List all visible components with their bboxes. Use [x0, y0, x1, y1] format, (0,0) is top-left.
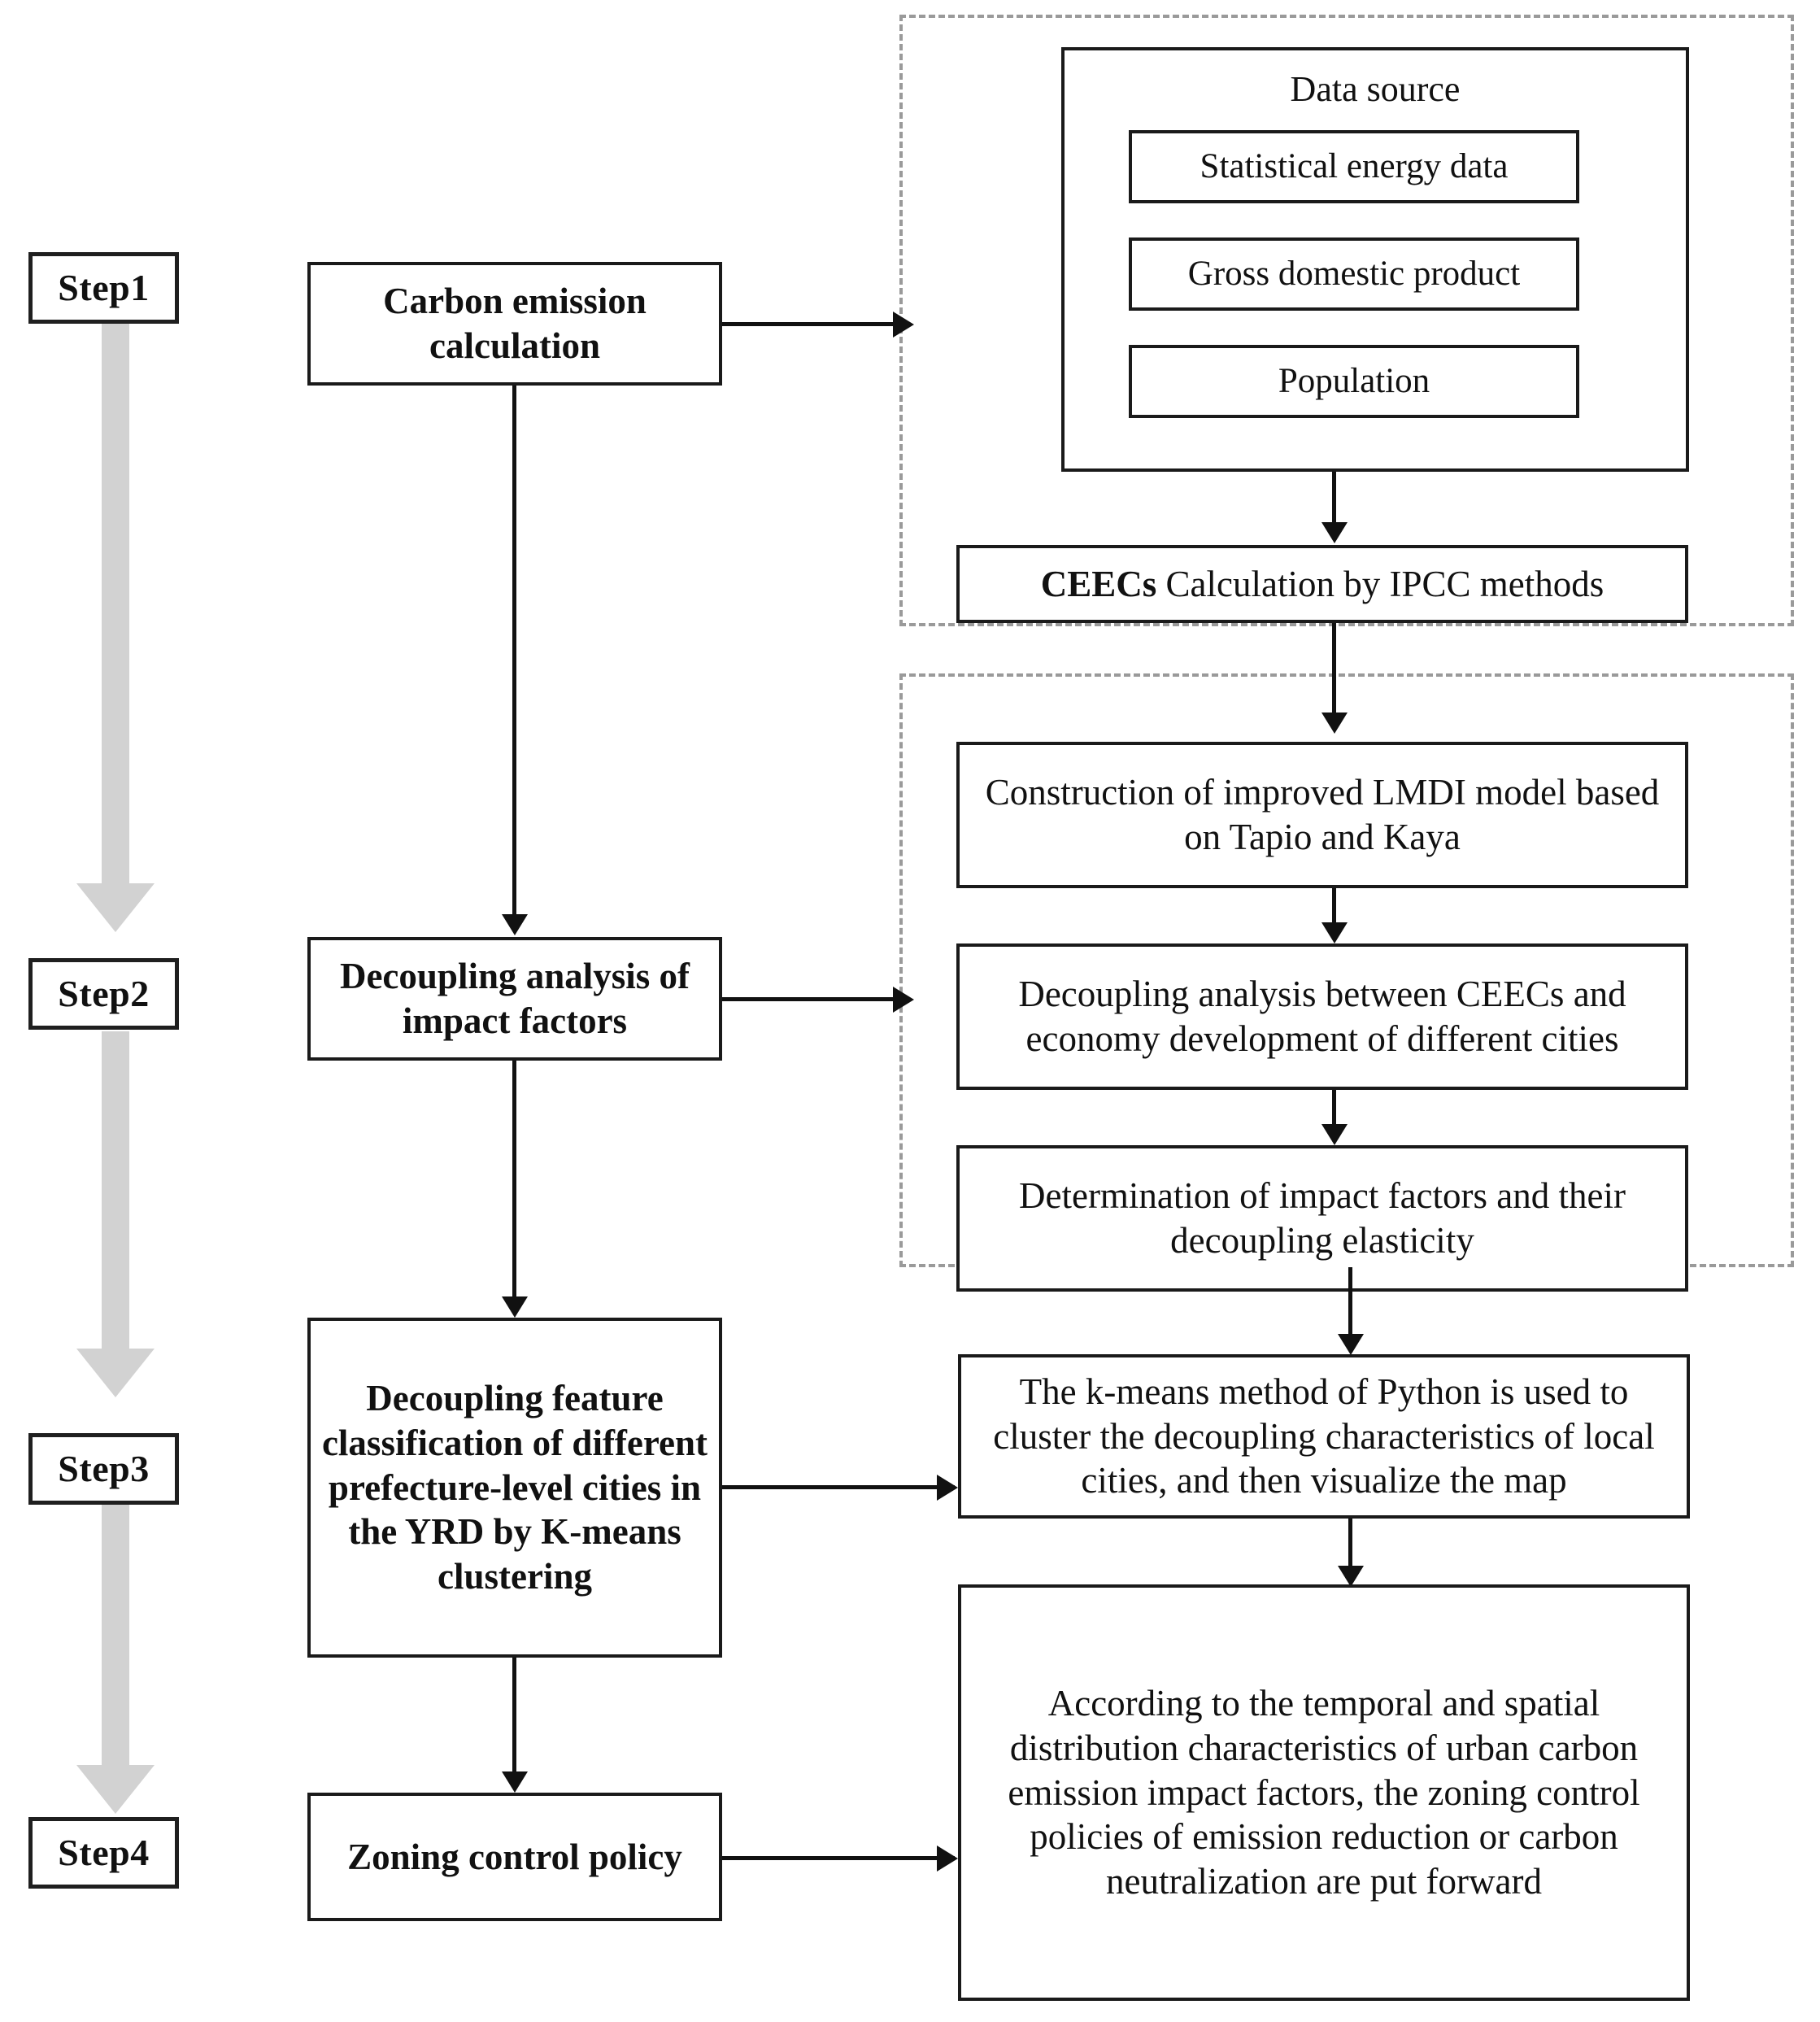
connector-stage2-stage3 [512, 1061, 516, 1296]
ceecs-calculation-box[interactable]: CEECs Calculation by IPCC methods [956, 545, 1688, 623]
connector-datasource-to-ceecs [1332, 472, 1336, 522]
arrowhead-stage3-stage4 [502, 1771, 528, 1793]
step-box-4[interactable]: Step4 [28, 1817, 179, 1889]
connector-ceecs-to-group2 [1332, 623, 1336, 712]
connector-stage3-to-outcome1 [722, 1485, 955, 1489]
step-box-3[interactable]: Step3 [28, 1433, 179, 1505]
stage-box-carbon-emission-calculation[interactable]: Carbon emission calculation [307, 262, 722, 386]
grey-arrow-head-step2-step3 [76, 1349, 155, 1397]
connector-group2-to-outcome1 [1348, 1267, 1352, 1334]
grey-arrow-head-step1-step2 [76, 883, 155, 932]
data-source-item-label: Statistical energy data [1200, 146, 1509, 185]
outcome-box-label: According to the temporal and spatial di… [1008, 1682, 1640, 1902]
data-source-item-gross-domestic-product[interactable]: Gross domestic product [1129, 237, 1579, 311]
step-label-2: Step2 [58, 972, 150, 1014]
connector-stage4-to-outcome2 [722, 1856, 955, 1860]
grey-arrow-shaft-step2-step3 [102, 1031, 129, 1349]
step-box-2[interactable]: Step2 [28, 958, 179, 1030]
outcome-box-label: The k-means method of Python is used to … [993, 1371, 1655, 1501]
stage-label-zoning-control-policy: Zoning control policy [347, 1836, 682, 1877]
data-source-item-population[interactable]: Population [1129, 345, 1579, 418]
ceecs-calculation-label: CEECs Calculation by IPCC methods [968, 562, 1677, 607]
group2-box-label: Construction of improved LMDI model base… [985, 772, 1660, 857]
group2-box-label: Decoupling analysis between CEECs and ec… [1018, 974, 1626, 1059]
arrowhead-stage1-stage2 [502, 914, 528, 935]
arrowhead-datasource-to-ceecs [1321, 522, 1348, 543]
stage-box-decoupling-feature-classification[interactable]: Decoupling feature classification of dif… [307, 1318, 722, 1658]
connector-outcome1-outcome2 [1348, 1519, 1352, 1566]
grey-arrow-shaft-step1-step2 [102, 322, 129, 883]
stage-label-decoupling-feature-classification: Decoupling feature classification of dif… [321, 1377, 708, 1597]
ceecs-rest: Calculation by IPCC methods [1156, 563, 1604, 604]
step-label-1: Step1 [58, 266, 150, 308]
connector-stage1-stage2 [512, 386, 516, 914]
arrowhead-stage2-to-group2 [893, 987, 914, 1013]
connector-stage1-to-group1 [722, 322, 895, 326]
connector-group2-1-2 [1332, 888, 1336, 922]
connector-stage3-stage4 [512, 1658, 516, 1771]
step-label-4: Step4 [58, 1831, 150, 1873]
stage-box-decoupling-analysis[interactable]: Decoupling analysis of impact factors [307, 937, 722, 1061]
group2-box-impact-factors-elasticity[interactable]: Determination of impact factors and thei… [956, 1145, 1688, 1292]
group2-box-lmdi-model[interactable]: Construction of improved LMDI model base… [956, 742, 1688, 888]
arrowhead-ceecs-to-group2 [1321, 712, 1348, 734]
grey-arrow-head-step3-step4 [76, 1765, 155, 1814]
data-source-item-statistical-energy-data[interactable]: Statistical energy data [1129, 130, 1579, 203]
group2-box-label: Determination of impact factors and thei… [1019, 1175, 1626, 1261]
arrowhead-outcome1-outcome2 [1338, 1566, 1364, 1587]
arrowhead-stage4-to-outcome2 [937, 1846, 958, 1872]
ceecs-bold-prefix: CEECs [1040, 563, 1157, 604]
outcome-box-zoning-policies[interactable]: According to the temporal and spatial di… [958, 1584, 1690, 2001]
step-label-3: Step3 [58, 1447, 150, 1489]
grey-arrow-shaft-step3-step4 [102, 1505, 129, 1765]
data-source-item-label: Population [1278, 361, 1430, 400]
arrowhead-group2-2-3 [1321, 1124, 1348, 1145]
arrowhead-stage2-stage3 [502, 1296, 528, 1318]
connector-group2-2-3 [1332, 1090, 1336, 1124]
arrowhead-stage3-to-outcome1 [937, 1475, 958, 1501]
data-source-item-label: Gross domestic product [1187, 254, 1521, 293]
stage-box-zoning-control-policy[interactable]: Zoning control policy [307, 1793, 722, 1921]
group2-box-decoupling-analysis-ceecs[interactable]: Decoupling analysis between CEECs and ec… [956, 943, 1688, 1090]
stage-label-carbon-emission-calculation: Carbon emission calculation [383, 281, 647, 366]
step-box-1[interactable]: Step1 [28, 252, 179, 324]
data-source-title: Data source [1290, 69, 1461, 109]
stage-label-decoupling-analysis: Decoupling analysis of impact factors [339, 956, 690, 1041]
outcome-box-kmeans-clustering[interactable]: The k-means method of Python is used to … [958, 1354, 1690, 1519]
connector-stage2-to-group2 [722, 997, 895, 1001]
arrowhead-stage1-to-group1 [893, 312, 914, 338]
arrowhead-group2-1-2 [1321, 922, 1348, 943]
arrowhead-group2-to-outcome1 [1338, 1334, 1364, 1355]
